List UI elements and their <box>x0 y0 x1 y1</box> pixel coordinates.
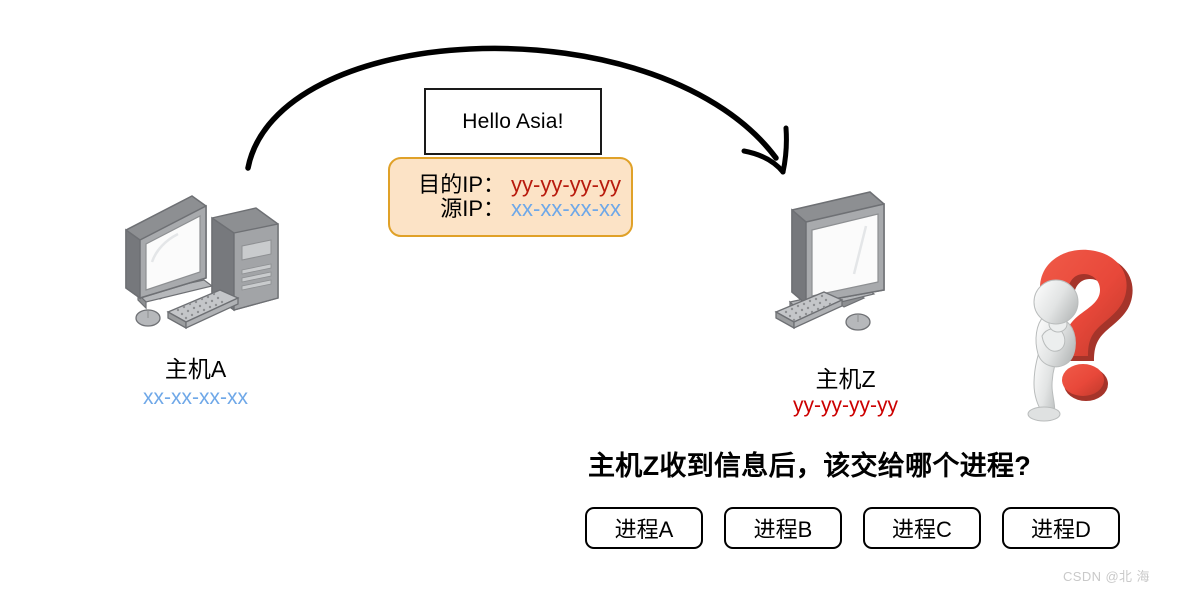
dest-ip-value: yy-yy-yy-yy <box>511 172 621 198</box>
desktop-computer-icon <box>125 195 279 330</box>
host-z-name: 主机Z <box>815 366 876 392</box>
question-headline: 主机Z收到信息后，该交给哪个进程? <box>588 451 1032 481</box>
message-text: Hello Asia! <box>462 109 564 133</box>
src-ip-label: 源IP： <box>440 196 506 221</box>
process-button-b[interactable]: 进程B <box>724 507 842 549</box>
host-a-address: xx-xx-xx-xx <box>143 386 248 409</box>
thinking-person-question-mark-icon <box>1027 249 1133 422</box>
ip-header-box: 目的IP： yy-yy-yy-yy 源IP： xx-xx-xx-xx <box>388 157 633 237</box>
process-button-c[interactable]: 进程C <box>863 507 981 549</box>
message-box: Hello Asia! <box>424 88 602 155</box>
host-z-address: yy-yy-yy-yy <box>793 394 898 417</box>
desktop-monitor-icon <box>774 191 885 331</box>
dest-ip-row: 目的IP： yy-yy-yy-yy <box>398 173 621 197</box>
process-button-a[interactable]: 进程A <box>585 507 703 549</box>
watermark: CSDN @北 海 <box>1063 569 1150 584</box>
process-button-d[interactable]: 进程D <box>1002 507 1120 549</box>
dest-ip-label: 目的IP： <box>418 172 506 198</box>
src-ip-row: 源IP： xx-xx-xx-xx <box>398 197 621 221</box>
process-buttons-group: 进程A 进程B 进程C 进程D <box>585 507 1120 549</box>
host-a-name: 主机A <box>164 356 227 382</box>
src-ip-value: xx-xx-xx-xx <box>511 196 621 221</box>
